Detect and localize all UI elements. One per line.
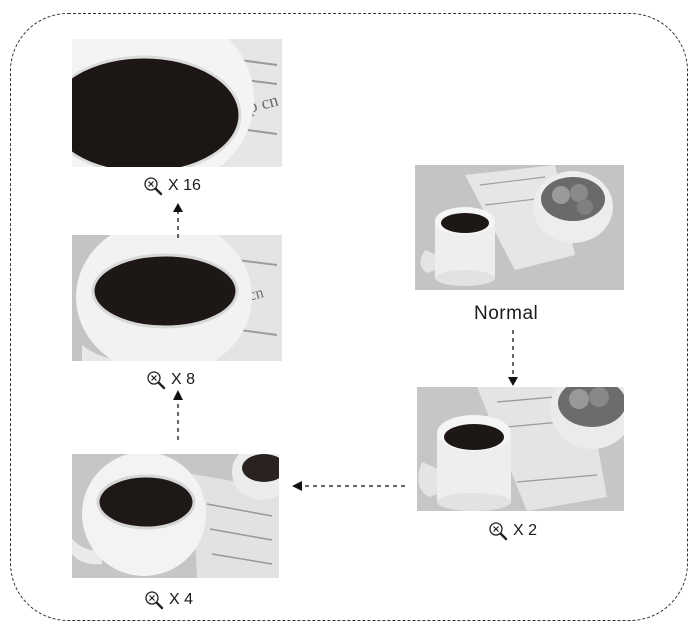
photo-x8: ip cn [72, 235, 282, 361]
caption-x16-label: X 16 [168, 177, 201, 194]
caption-x2-label: X 2 [513, 522, 538, 539]
zoom-in-icon [143, 176, 163, 196]
caption-x8-label: X 8 [171, 371, 196, 388]
caption-normal: Normal [474, 303, 539, 324]
dashed-frame [10, 13, 688, 621]
zoom-in-icon [488, 521, 508, 541]
caption-x4: X 4 [144, 590, 193, 610]
caption-x2: X 2 [488, 521, 537, 541]
zoom-in-icon [146, 370, 166, 390]
photo-x4 [72, 454, 279, 578]
caption-x8: X 8 [146, 370, 195, 390]
photo-normal [415, 165, 624, 290]
zoom-in-icon [144, 590, 164, 610]
photo-x16: ip cn [72, 39, 282, 167]
photo-x2 [417, 387, 624, 511]
caption-x16: X 16 [143, 176, 201, 196]
caption-x4-label: X 4 [169, 591, 194, 608]
